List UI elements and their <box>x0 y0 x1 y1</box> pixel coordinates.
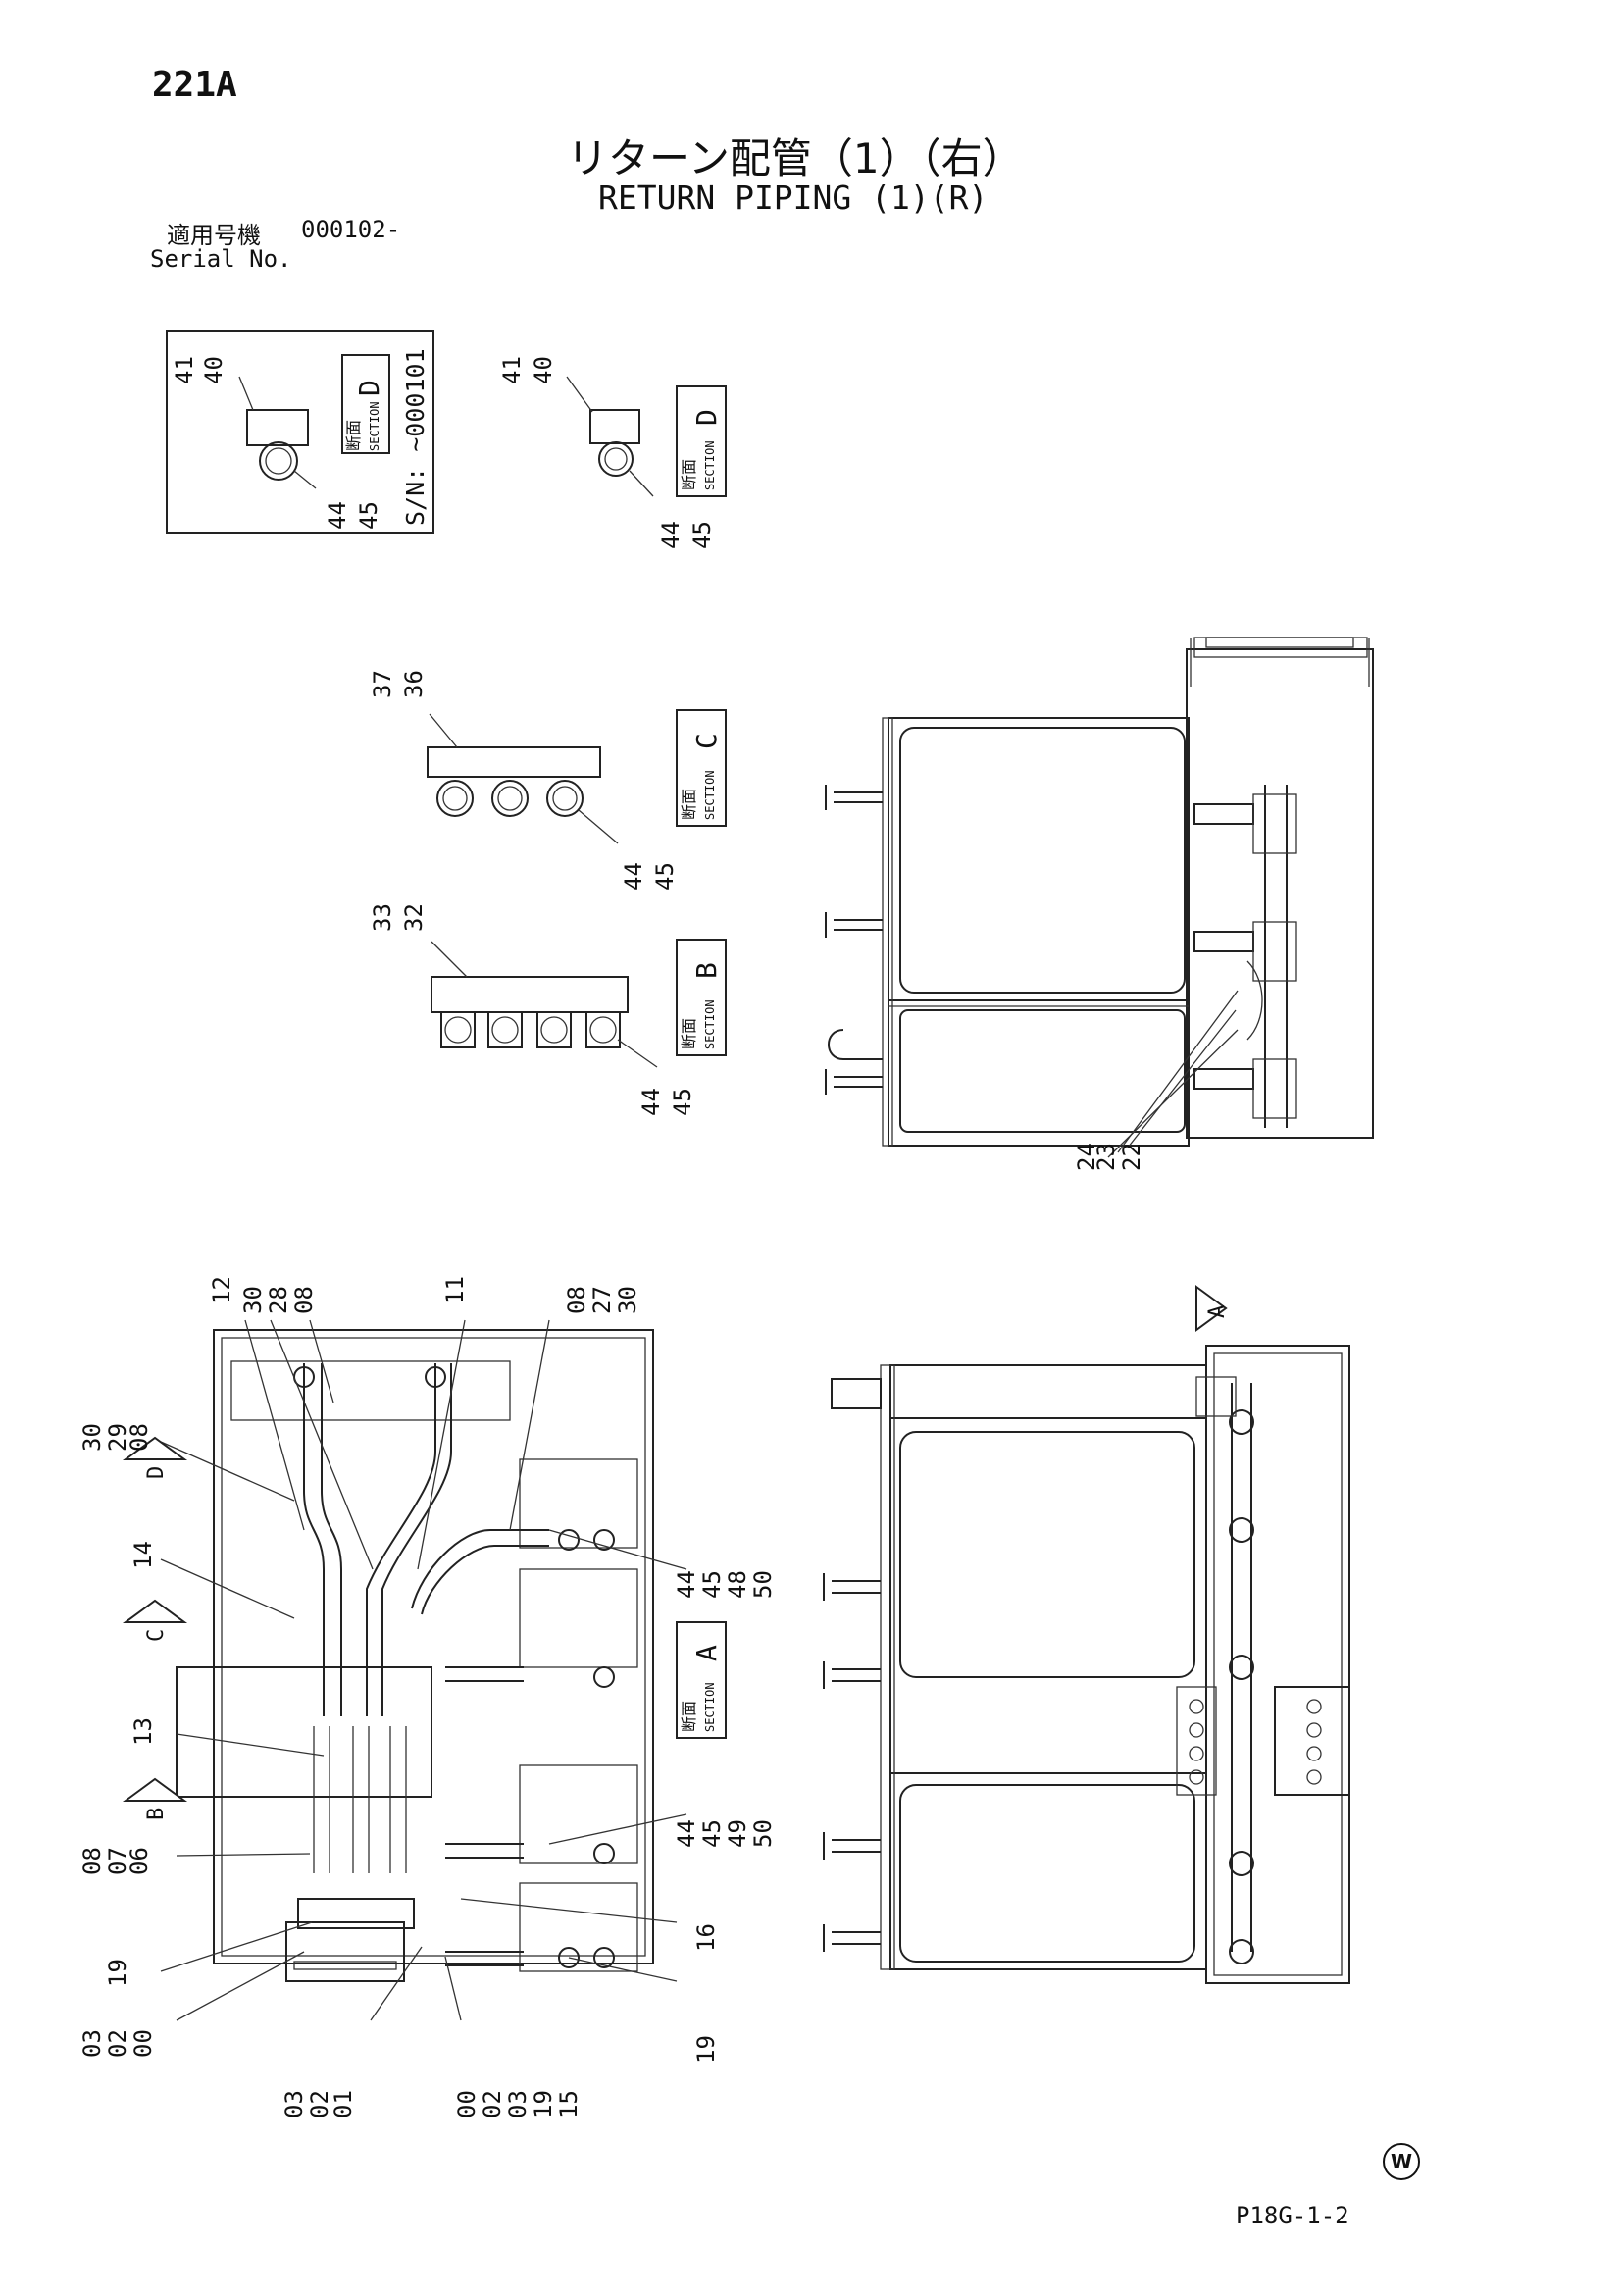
section-d-old: 41 40 44 45 断面 SECTION D S/N: ~000101 <box>166 330 434 534</box>
callout: 07 <box>104 1847 131 1875</box>
section-letter: A <box>690 1645 723 1661</box>
callout: 19 <box>530 2090 557 2118</box>
callout: 22 <box>1118 1143 1145 1171</box>
callout: 19 <box>692 2035 720 2064</box>
callout: 08 <box>563 1286 590 1314</box>
callout: 41 <box>498 356 526 384</box>
callout: 30 <box>239 1286 267 1314</box>
callout: 36 <box>400 670 428 698</box>
callout: 50 <box>749 1819 777 1848</box>
section-label-en: SECTION <box>703 1682 717 1732</box>
section-label-ja: 断面 <box>680 459 698 490</box>
title-japanese: リターン配管（1）（右） <box>567 134 1024 182</box>
callout: 45 <box>651 862 679 891</box>
callout: 27 <box>588 1286 616 1314</box>
callout: 24 <box>1073 1143 1100 1171</box>
serial-value: 000102- <box>301 216 401 243</box>
callout: 08 <box>126 1423 153 1452</box>
callout: 45 <box>669 1088 696 1116</box>
callout: 08 <box>290 1286 318 1314</box>
callout: 06 <box>126 1847 153 1875</box>
callout: 44 <box>637 1088 665 1116</box>
callout: 16 <box>692 1923 720 1952</box>
section-label-ja: 断面 <box>680 789 698 820</box>
section-label-ja: 断面 <box>344 420 363 451</box>
section-d-new: 41 40 44 45 断面 SECTION D <box>498 356 727 549</box>
section-label-en: SECTION <box>703 999 717 1049</box>
section-letter: D <box>353 380 385 396</box>
callout: 02 <box>104 2029 131 2058</box>
callout: 44 <box>324 501 351 530</box>
section-label-en: SECTION <box>368 401 381 451</box>
w-mark: W <box>1383 2143 1420 2180</box>
drawing-code: P18G-1-2 <box>1236 2202 1349 2229</box>
view-arrow-label: B <box>144 1808 169 1820</box>
callout: 03 <box>504 2090 532 2118</box>
section-label-ja: 断面 <box>680 1701 698 1732</box>
callout: 44 <box>673 1570 700 1599</box>
view-arrow-label: C <box>144 1629 169 1642</box>
side-view-assembly: 24 23 22 <box>825 637 1374 1171</box>
section-letter: B <box>690 962 723 979</box>
callout: 41 <box>171 356 198 384</box>
callout: 30 <box>78 1423 106 1452</box>
callout: 23 <box>1092 1143 1120 1171</box>
callout: 03 <box>280 2090 308 2118</box>
section-label-en: SECTION <box>703 440 717 490</box>
callout: 44 <box>657 521 685 549</box>
callout: 30 <box>614 1286 641 1314</box>
callout: 37 <box>369 670 396 698</box>
serial-range: S/N: ~000101 <box>401 348 430 526</box>
callout: 19 <box>104 1959 131 1987</box>
section-letter: C <box>690 733 723 749</box>
view-arrow-label: D <box>144 1466 169 1479</box>
callout: 08 <box>78 1847 106 1875</box>
serial-label-japanese: 適用号機 <box>167 222 261 249</box>
callout: 00 <box>453 2090 481 2118</box>
callout: 50 <box>749 1570 777 1599</box>
callout: 44 <box>673 1819 700 1848</box>
callout: 40 <box>200 356 228 384</box>
callout: 48 <box>724 1570 751 1599</box>
serial-label-english: Serial No. <box>150 245 292 273</box>
callout: 14 <box>129 1541 157 1569</box>
callout: 11 <box>441 1276 469 1304</box>
callout: 45 <box>698 1570 726 1599</box>
section-label-ja: 断面 <box>680 1018 698 1049</box>
callout: 49 <box>724 1819 751 1848</box>
section-label-en: SECTION <box>703 770 717 820</box>
view-arrow-label: A <box>1205 1305 1230 1318</box>
callout: 44 <box>620 862 647 891</box>
plan-view-radiators <box>823 1345 1350 1984</box>
plan-view-assembly: D C B A 12 30 28 08 11 08 27 30 30 29 08… <box>78 1276 1230 2118</box>
callout: 45 <box>688 521 716 549</box>
callout: 01 <box>330 2090 357 2118</box>
callout: 03 <box>78 2029 106 2058</box>
callout: 02 <box>306 2090 333 2118</box>
callout: 33 <box>369 903 396 932</box>
page-number: 221A <box>152 65 237 105</box>
callout: 28 <box>265 1286 292 1314</box>
callout: 40 <box>530 356 557 384</box>
section-b: 33 32 44 45 断面 SECTION B <box>369 903 727 1116</box>
section-letter: D <box>690 409 723 426</box>
section-c: 37 36 44 45 断面 SECTION C <box>369 670 727 891</box>
callout: 02 <box>479 2090 506 2118</box>
callout: 29 <box>104 1423 131 1452</box>
callout: 15 <box>555 2090 583 2118</box>
callout: 32 <box>400 903 428 932</box>
title-english: RETURN PIPING (1)(R) <box>598 179 989 217</box>
callout: 12 <box>208 1276 235 1304</box>
callout: 00 <box>129 2029 157 2058</box>
callout: 45 <box>355 501 382 530</box>
callout: 45 <box>698 1819 726 1848</box>
callout: 13 <box>129 1717 157 1746</box>
